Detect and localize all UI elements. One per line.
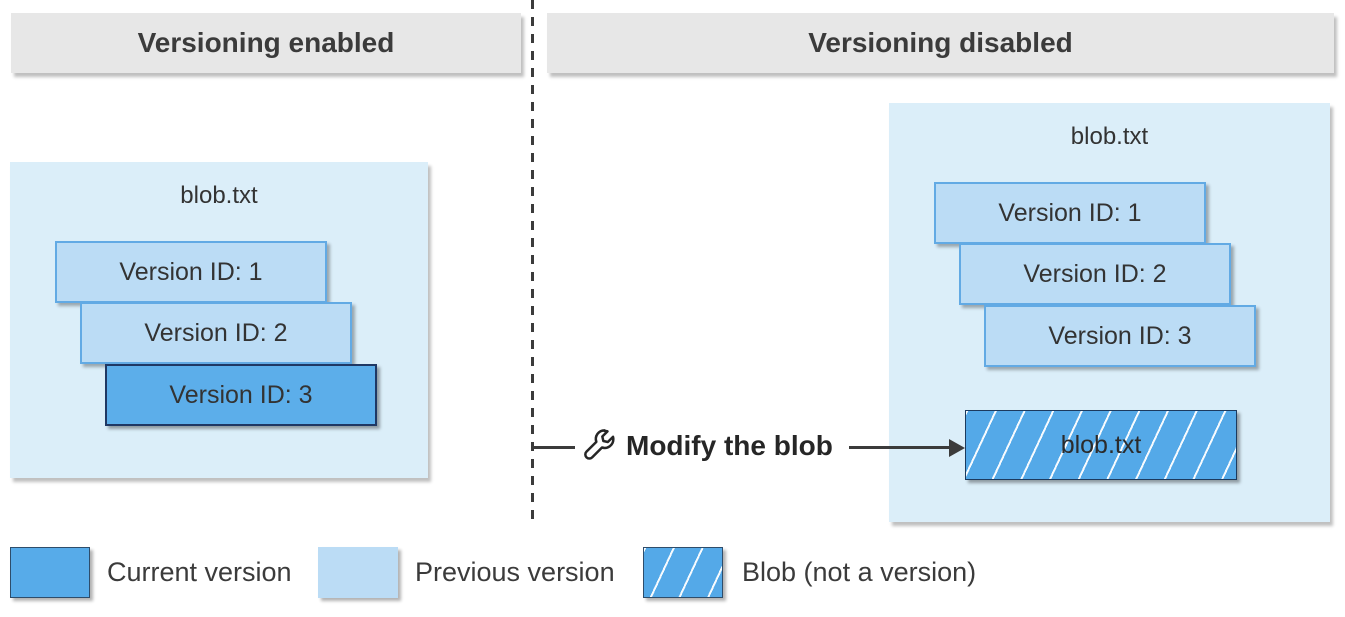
blob-container-enabled: blob.txt Version ID: 1 Version ID: 2 Ver…	[10, 162, 428, 478]
version-box-disabled-3-label: Version ID: 3	[1048, 321, 1192, 350]
version-box-enabled-3-current: Version ID: 3	[105, 364, 377, 426]
version-box-enabled-1-label: Version ID: 1	[119, 257, 263, 286]
header-versioning-enabled-label: Versioning enabled	[137, 27, 395, 58]
version-box-disabled-2-label: Version ID: 2	[1023, 259, 1167, 288]
modify-arrow-head-icon	[949, 439, 965, 457]
header-versioning-disabled: Versioning disabled	[547, 13, 1334, 73]
legend-swatch-blob-not-a-version	[643, 547, 723, 598]
legend-swatch-current-version	[10, 547, 90, 598]
blob-container-enabled-title: blob.txt	[180, 182, 258, 209]
modify-arrow-line	[849, 446, 950, 449]
legend-label-previous-version: Previous version	[415, 557, 615, 587]
blob-container-disabled: blob.txt Version ID: 1 Version ID: 2 Ver…	[889, 103, 1330, 522]
version-box-enabled-2-label: Version ID: 2	[144, 318, 288, 347]
blob-container-disabled-title: blob.txt	[1070, 123, 1149, 150]
version-box-disabled-1: Version ID: 1	[934, 182, 1206, 244]
version-box-disabled-1-label: Version ID: 1	[998, 198, 1142, 227]
header-versioning-enabled: Versioning enabled	[11, 13, 521, 73]
blob-not-a-version-box: blob.txt	[965, 410, 1237, 480]
version-box-enabled-1: Version ID: 1	[55, 241, 327, 303]
divider-connector-line	[533, 446, 575, 449]
modify-the-blob-label: Modify the blob	[626, 430, 833, 461]
legend-label-blob-not-a-version: Blob (not a version)	[742, 557, 977, 587]
blob-not-a-version-label: blob.txt	[1060, 430, 1142, 459]
version-box-enabled-2: Version ID: 2	[80, 302, 352, 364]
version-box-enabled-3-label: Version ID: 3	[169, 380, 313, 409]
legend-label-current-version: Current version	[107, 557, 292, 587]
version-box-disabled-2: Version ID: 2	[959, 243, 1231, 305]
legend-swatch-previous-version	[318, 547, 398, 598]
version-box-disabled-3: Version ID: 3	[984, 305, 1256, 367]
wrench-icon	[581, 426, 621, 466]
header-versioning-disabled-label: Versioning disabled	[808, 27, 1073, 58]
dashed-divider-line	[531, 0, 534, 526]
